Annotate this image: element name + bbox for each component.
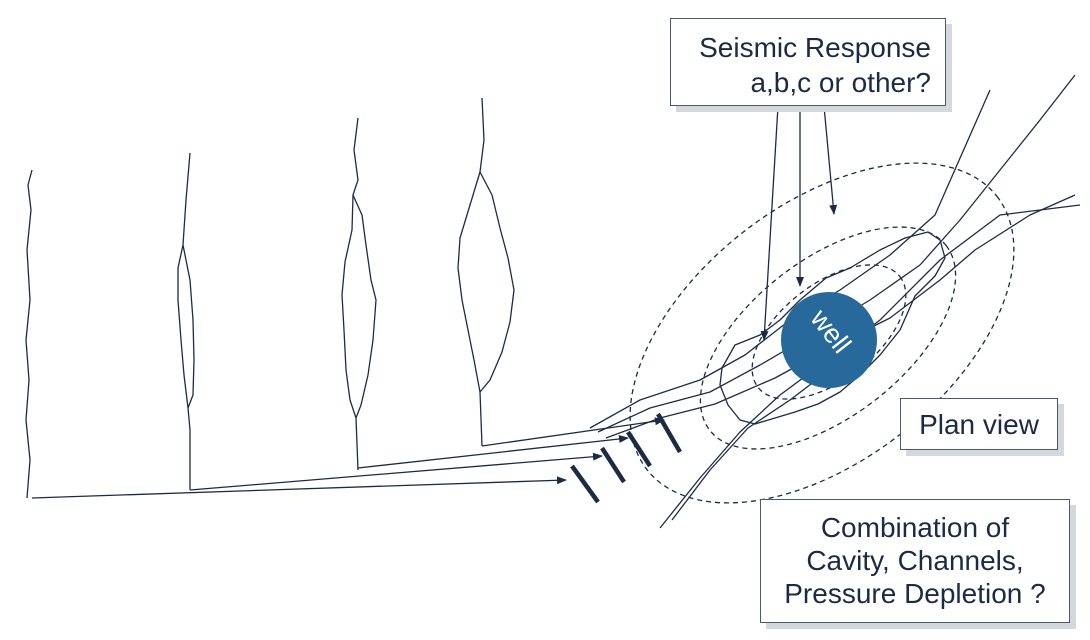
combination-line-2: Cavity, Channels, [806, 545, 1024, 576]
leader-line-a [31, 476, 567, 499]
well-circle [781, 292, 877, 388]
combination-line-1: Combination of [820, 512, 1010, 543]
middle-zone-ellipse [699, 226, 957, 450]
leader-line-c [357, 435, 629, 469]
fracture-profile-c [341, 117, 377, 471]
response-arrow-c [823, 105, 838, 215]
plan-view-label: Plan view [900, 398, 1058, 450]
tick-mark [656, 412, 682, 454]
tick-mark [570, 464, 600, 504]
seismic-response-title: Seismic Response [699, 32, 931, 63]
leader-line-b [189, 452, 603, 491]
tick-mark [600, 446, 626, 484]
combination-callout: Combination of Cavity, Channels, Pressur… [760, 499, 1070, 623]
long-fracture-5 [671, 361, 841, 521]
combination-line-3: Pressure Depletion ? [784, 578, 1046, 609]
long-fracture-1 [589, 89, 991, 429]
fracture-profile-d [457, 97, 515, 447]
fracture-profile-a [25, 169, 33, 499]
leader-line-d [481, 417, 665, 447]
seismic-response-question: a,b,c or other? [750, 67, 931, 98]
tick-mark [626, 430, 652, 468]
cavity-outline [719, 231, 946, 425]
fracture-profile-b [177, 152, 195, 490]
seismic-response-callout: Seismic Response a,b,c or other? [670, 18, 946, 106]
response-arrow-a [760, 105, 779, 341]
